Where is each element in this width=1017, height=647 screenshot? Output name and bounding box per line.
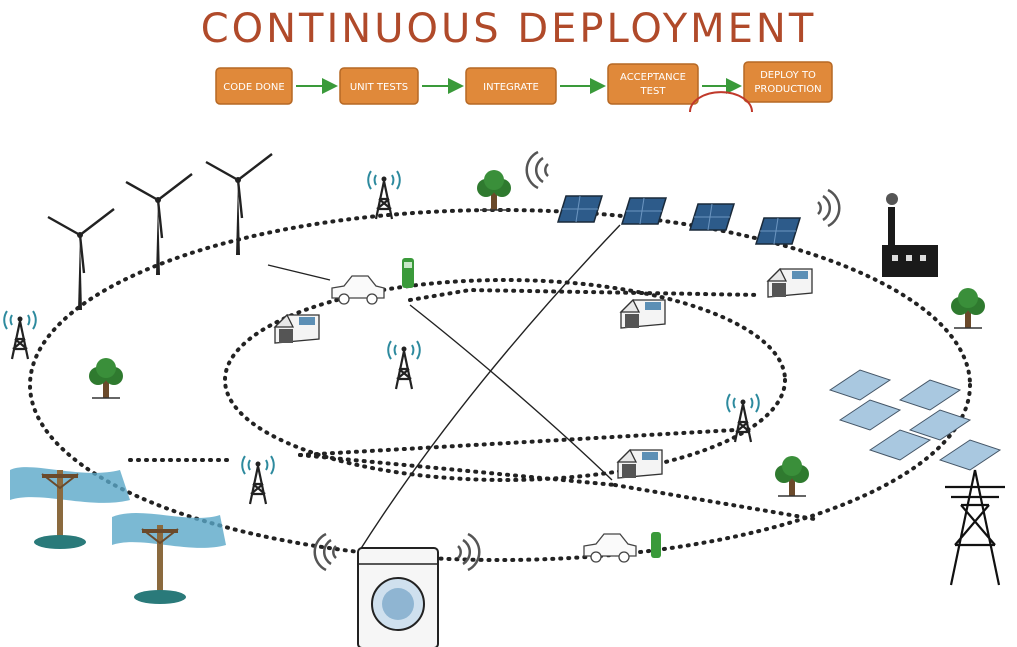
charging-station-icon [651,532,661,558]
highlight-circle [689,91,753,113]
power-pole-icon [112,513,226,605]
wifi-signal-icon [456,532,481,572]
pipeline: CODE DONE UNIT TESTS INTEGRATE ACCEPTANC… [215,61,833,113]
pipeline-step-label: PRODUCTION [754,84,821,95]
pipeline-step: INTEGRATE [465,67,557,105]
wifi-signal-icon [525,150,550,190]
solar-panel-icon [557,195,603,223]
pipeline-step: UNIT TESTS [339,67,419,105]
solar-panel-icon [755,217,801,245]
cross-line [267,264,331,281]
link [298,428,737,457]
electric-car-icon [583,533,637,563]
cell-tower-icon [367,169,401,221]
wind-turbine-icon [46,207,116,312]
tree-icon [476,169,512,211]
house-icon [617,449,663,479]
link [408,287,762,302]
wind-turbine-icon [204,152,274,257]
pipeline-step-label: UNIT TESTS [350,82,408,93]
outer-ring [28,208,972,562]
house-icon [767,268,813,298]
house-icon [274,314,320,344]
solar-panel-icon [689,203,735,231]
cross-lines [267,224,621,551]
power-pole-icon [10,467,130,550]
solar-farm-icon [828,369,1002,471]
house-icon [620,299,666,329]
inner-ring [223,278,787,482]
pipeline-step: CODE DONE [215,67,293,105]
tree-icon [950,287,986,329]
solar-panel-icon [621,197,667,225]
cell-tower-icon [387,339,421,391]
pipeline-step: DEPLOY TO PRODUCTION [743,61,833,103]
pipeline-step-label: INTEGRATE [483,82,539,93]
cell-tower-icon [3,309,37,361]
cross-line [359,224,621,551]
washing-machine-icon [357,547,439,647]
pipeline-step-label: DEPLOY TO [760,70,816,81]
factory-icon [882,193,938,277]
cross-line [409,304,613,481]
tree-icon [774,455,810,497]
tree-icon [88,357,124,399]
pipeline-step-label: TEST [640,86,667,97]
transmission-tower-icon [945,469,1005,586]
network-links [28,208,972,562]
page-title: CONTINUOUS DEPLOYMENT [200,6,817,52]
pipeline-step-label: CODE DONE [223,82,284,93]
electric-car-icon [331,275,385,305]
wifi-signal-icon [313,532,338,572]
cell-tower-icon [241,454,275,506]
pipeline-step-label: ACCEPTANCE [620,72,686,83]
charging-station-icon [402,258,414,288]
link [298,453,617,487]
link [613,483,822,522]
wifi-signal-icon [816,188,841,228]
pipeline-step: ACCEPTANCE TEST [607,63,699,105]
wind-turbine-icon [124,172,194,277]
